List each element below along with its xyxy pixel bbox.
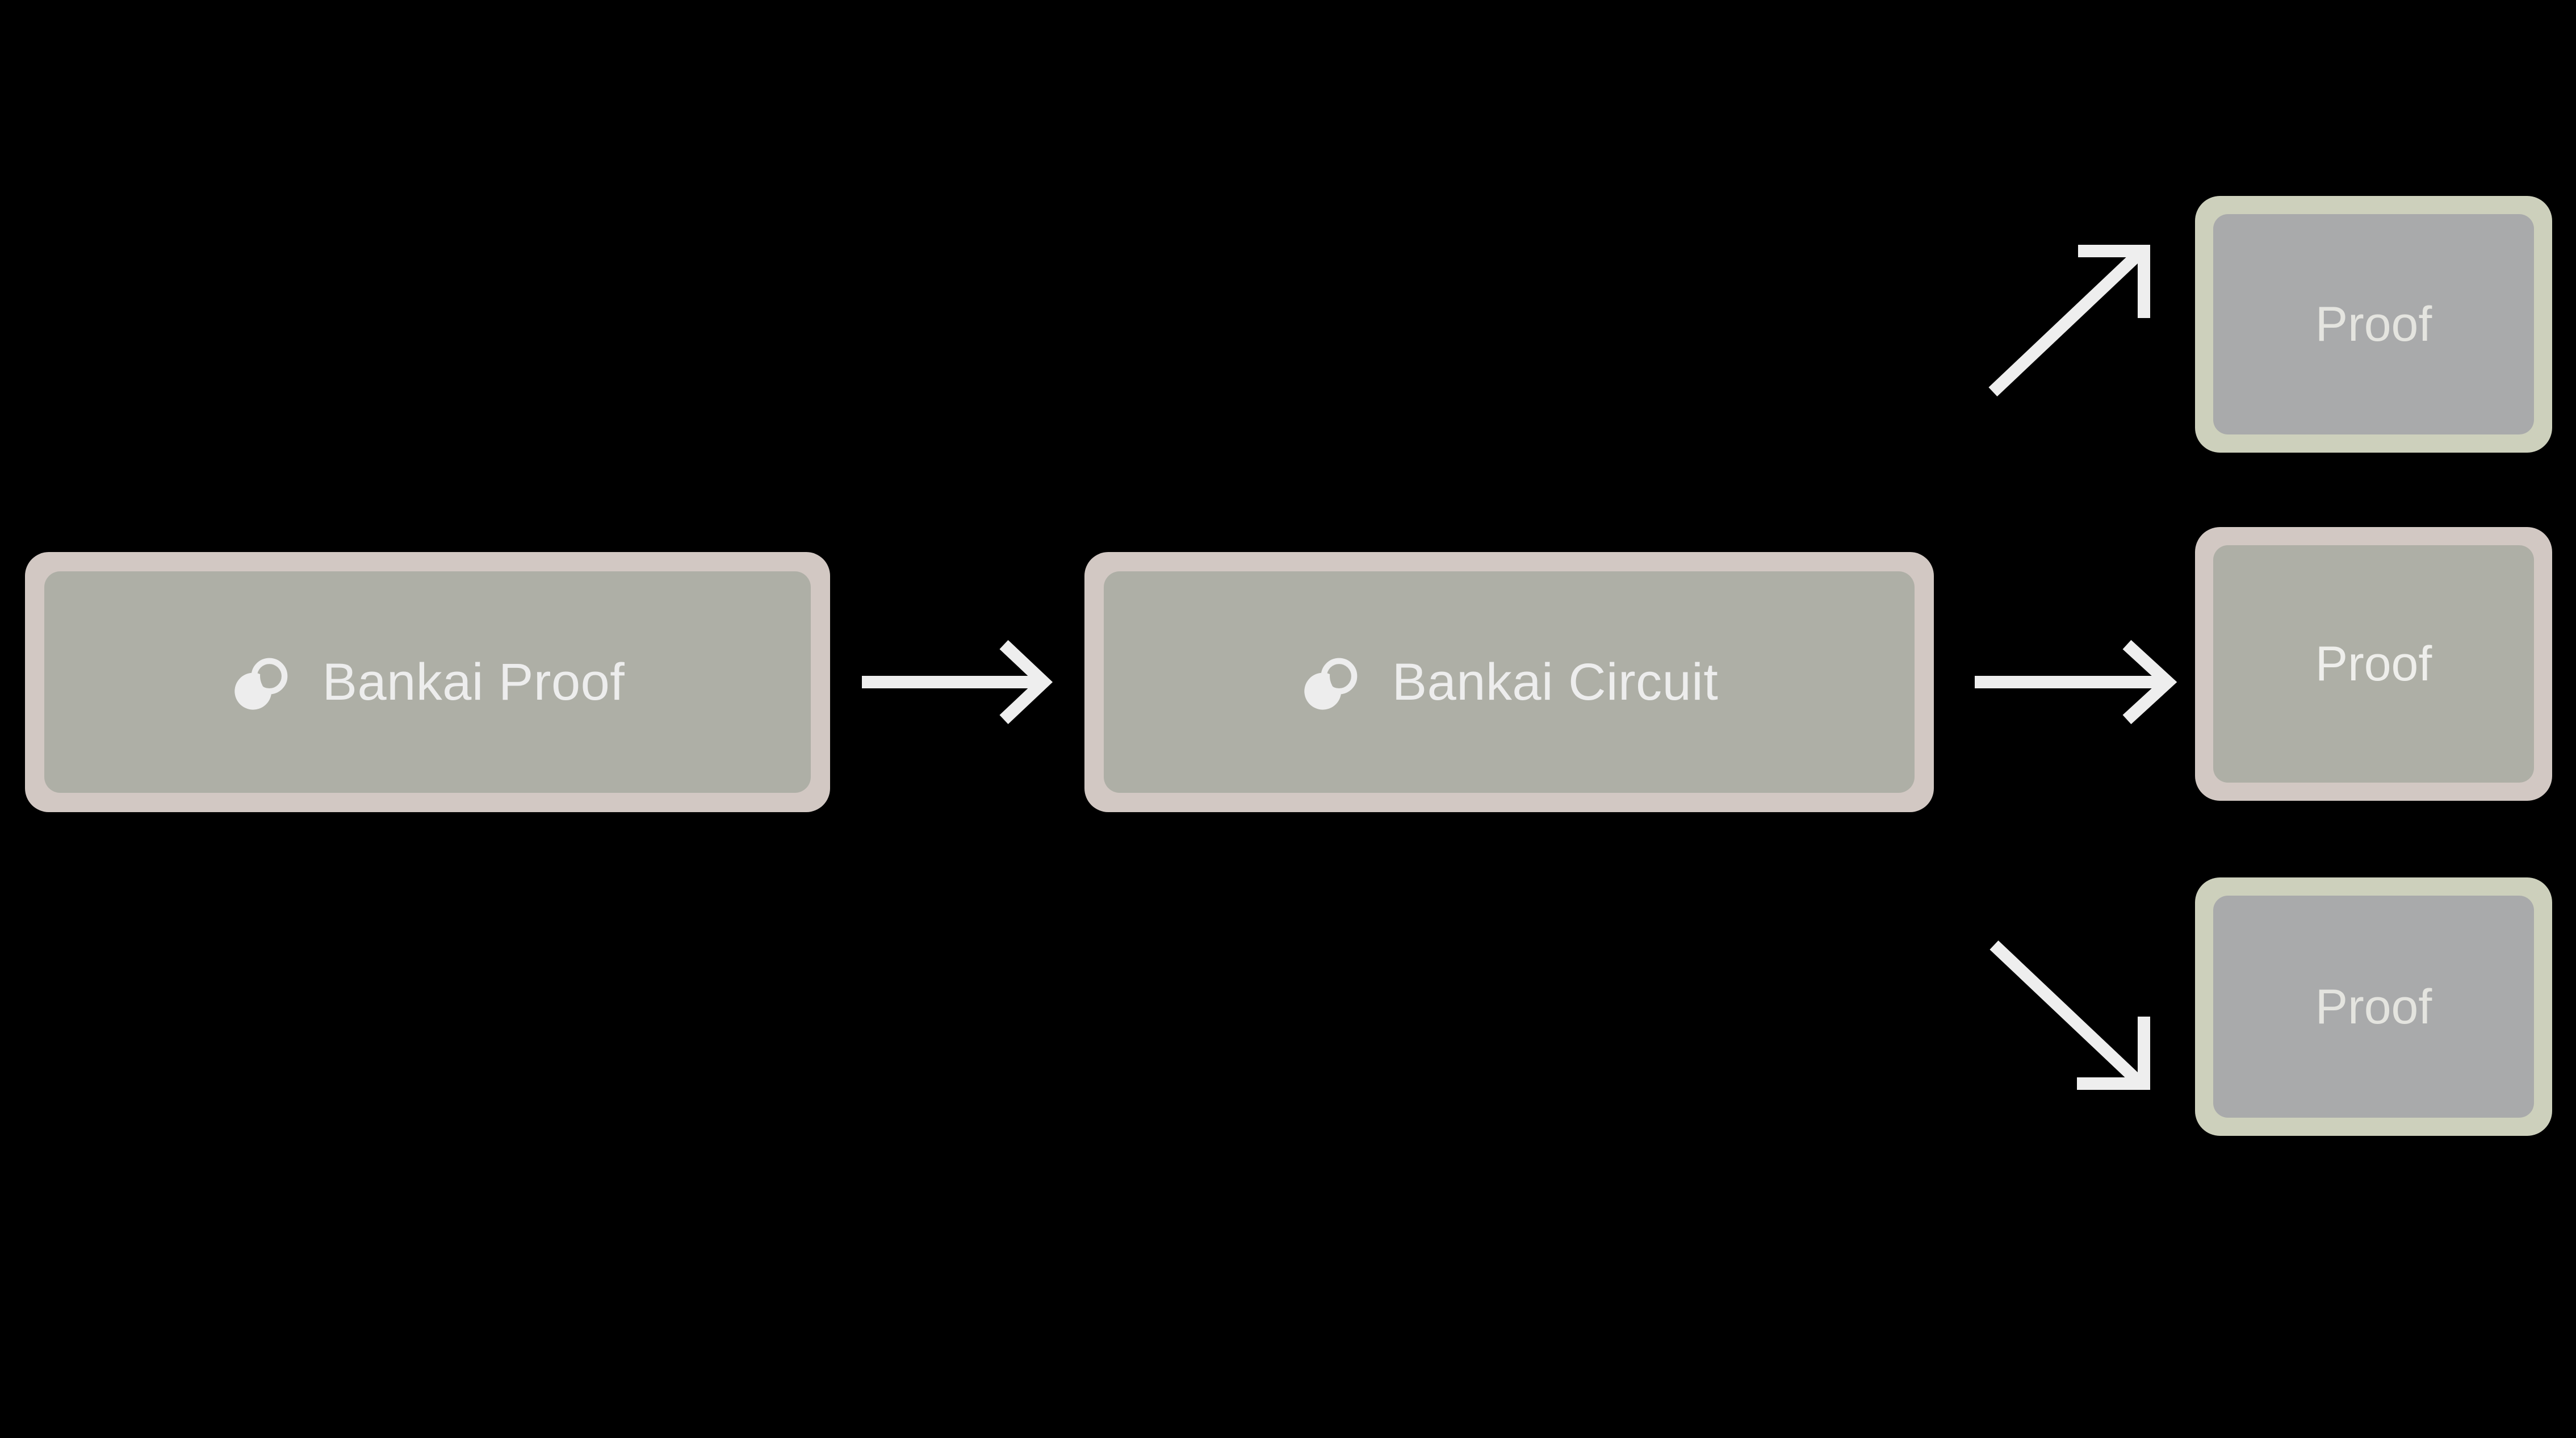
node-proof-middle-label: Proof <box>2315 637 2432 691</box>
node-proof-top[interactable]: Proof <box>2195 196 2552 453</box>
node-proof-top-label: Proof <box>2315 297 2432 352</box>
node-bankai-proof-plate: Bankai Proof <box>44 571 811 793</box>
node-bankai-proof-label: Bankai Proof <box>322 653 625 711</box>
node-bankai-proof[interactable]: Bankai Proof <box>25 552 830 812</box>
node-proof-bottom[interactable]: Proof <box>2195 877 2552 1136</box>
node-proof-middle-plate: Proof <box>2213 545 2534 783</box>
edge-proof-to-circuit-arrow <box>862 639 1053 725</box>
node-bankai-circuit-label: Bankai Circuit <box>1392 653 1719 711</box>
node-proof-bottom-plate: Proof <box>2213 896 2534 1118</box>
node-proof-middle[interactable]: Proof <box>2195 527 2552 801</box>
node-proof-bottom-label: Proof <box>2315 979 2432 1034</box>
node-bankai-circuit[interactable]: Bankai Circuit <box>1084 552 1934 812</box>
edge-circuit-to-middle-arrow <box>1975 639 2177 725</box>
edge-circuit-to-bottom-arrow <box>1989 940 2150 1090</box>
bankai-logo-icon <box>1300 649 1366 715</box>
node-bankai-circuit-plate: Bankai Circuit <box>1104 571 1915 793</box>
node-proof-top-plate: Proof <box>2213 214 2534 434</box>
bankai-logo-icon <box>231 649 296 715</box>
edge-circuit-to-top-arrow <box>1988 245 2150 396</box>
